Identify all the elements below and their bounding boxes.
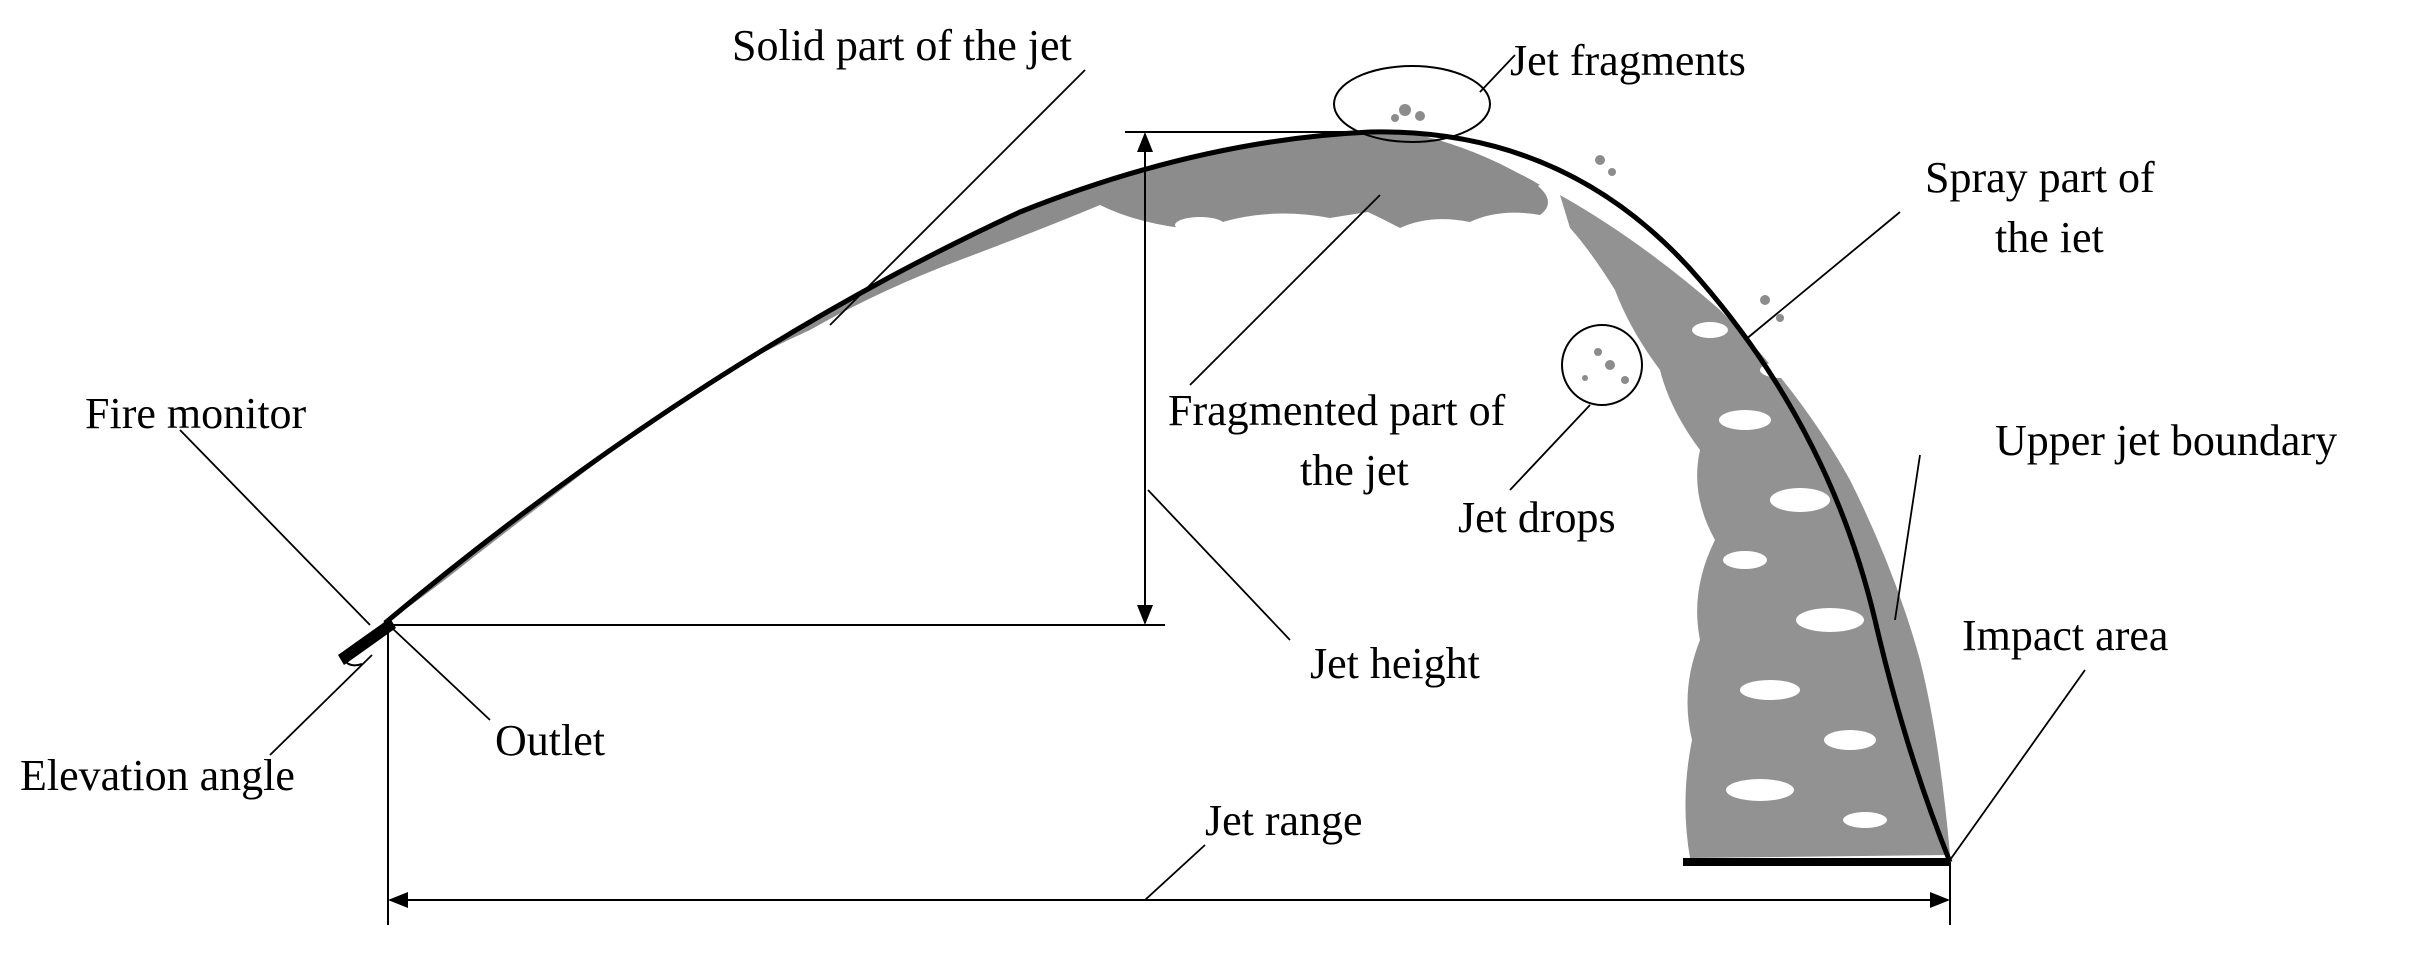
leader-jet-range — [1144, 844, 1206, 901]
leader-elevation-angle — [269, 654, 373, 756]
label-jet-fragments: Jet fragments — [1510, 36, 1746, 85]
label-jet-range: Jet range — [1205, 796, 1363, 845]
label-fire-monitor: Fire monitor — [85, 389, 307, 438]
label-solid-part: Solid part of the jet — [732, 21, 1072, 70]
leader-outlet — [391, 627, 491, 721]
jet-range-dimension — [387, 628, 1951, 925]
jet-body — [385, 104, 1950, 858]
label-jet-height: Jet height — [1310, 639, 1480, 688]
leader-jet-height — [1147, 489, 1291, 641]
spray-cloud — [1560, 195, 1950, 858]
leader-solid-part — [829, 69, 1086, 326]
leader-impact-area — [1949, 669, 2086, 861]
label-fragmented-line2: the jet — [1300, 446, 1409, 495]
fragmented-patch — [1290, 132, 1548, 228]
jet-drops-circle — [1561, 324, 1643, 406]
leader-upper-boundary — [1894, 454, 1921, 621]
label-spray-part-line2: the iet — [1995, 213, 2104, 262]
leader-fire-monitor — [179, 429, 371, 626]
jet-fragments-circle — [1333, 65, 1491, 143]
leader-lines — [179, 54, 2086, 901]
label-impact-area: Impact area — [1962, 611, 2168, 660]
label-elevation-angle: Elevation angle — [20, 751, 295, 800]
leader-fragmented — [1189, 194, 1381, 386]
upper-jet-boundary-curve — [383, 129, 1953, 863]
label-upper-boundary: Upper jet boundary — [1995, 416, 2337, 465]
fire-monitor — [338, 618, 396, 667]
leader-jet-fragments — [1479, 54, 1516, 93]
jet-height-dimension — [390, 131, 1375, 626]
label-spray-part-line1: Spray part of — [1925, 153, 2155, 202]
labels: Solid part of the jet Jet fragments Spra… — [20, 21, 2337, 845]
leader-spray-part — [1744, 211, 1901, 341]
spray-gaps — [1175, 217, 1887, 828]
leader-jet-drops — [1509, 404, 1591, 491]
label-fragmented-line1: Fragmented part of — [1168, 386, 1506, 435]
label-jet-drops: Jet drops — [1458, 493, 1616, 542]
label-outlet: Outlet — [495, 716, 605, 765]
